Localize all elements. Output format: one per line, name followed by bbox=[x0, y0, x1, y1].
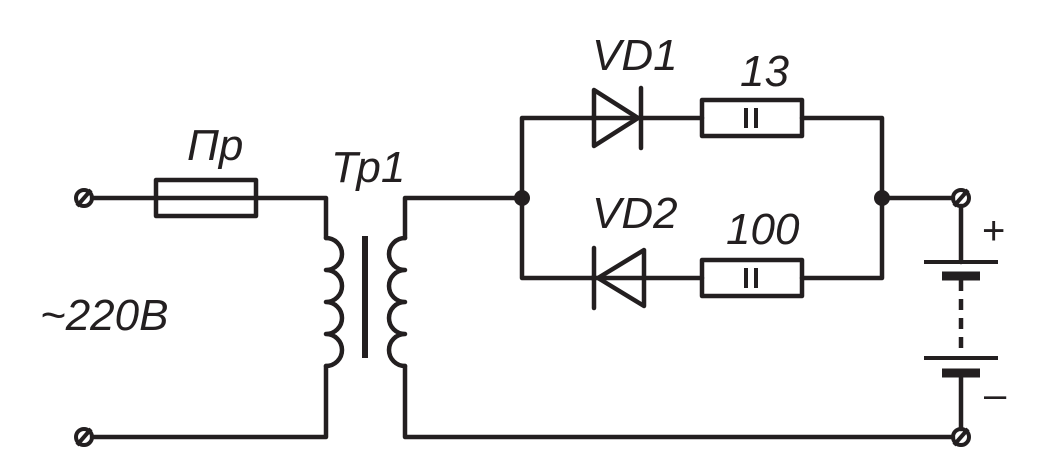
transformer-secondary-winding bbox=[386, 235, 408, 369]
diode-vd1 bbox=[589, 85, 705, 151]
diode-vd1-label: VD1 bbox=[592, 31, 678, 80]
transformer-label: Тр1 bbox=[331, 143, 405, 192]
resistor-13 bbox=[699, 97, 805, 139]
wire-primary-to-input-bottom bbox=[89, 363, 329, 440]
battery-symbol bbox=[924, 203, 998, 432]
input-terminal-top bbox=[74, 188, 94, 208]
wire-secondary-to-output-bottom bbox=[402, 363, 956, 440]
minus-sign: – bbox=[984, 373, 1007, 417]
transformer-primary-winding bbox=[323, 235, 345, 369]
resistor-100-label: 100 bbox=[726, 205, 800, 254]
wire-fuse-to-primary bbox=[253, 195, 329, 241]
supply-label: ~220В bbox=[40, 291, 168, 340]
resistor-13-label: 13 bbox=[740, 47, 789, 96]
input-terminal-bottom bbox=[74, 427, 94, 447]
resistor-100 bbox=[699, 257, 805, 299]
plus-sign: + bbox=[982, 209, 1005, 253]
wire-top-branch-to-right bbox=[799, 115, 885, 281]
wire-secondary-to-junction bbox=[402, 195, 525, 241]
output-terminal-bottom bbox=[951, 427, 971, 447]
fuse-label: Пр bbox=[187, 121, 243, 170]
wire-left-branch bbox=[519, 115, 595, 281]
output-terminal-top bbox=[951, 188, 971, 208]
diode-vd2 bbox=[589, 245, 705, 311]
diode-vd2-label: VD2 bbox=[592, 189, 678, 238]
